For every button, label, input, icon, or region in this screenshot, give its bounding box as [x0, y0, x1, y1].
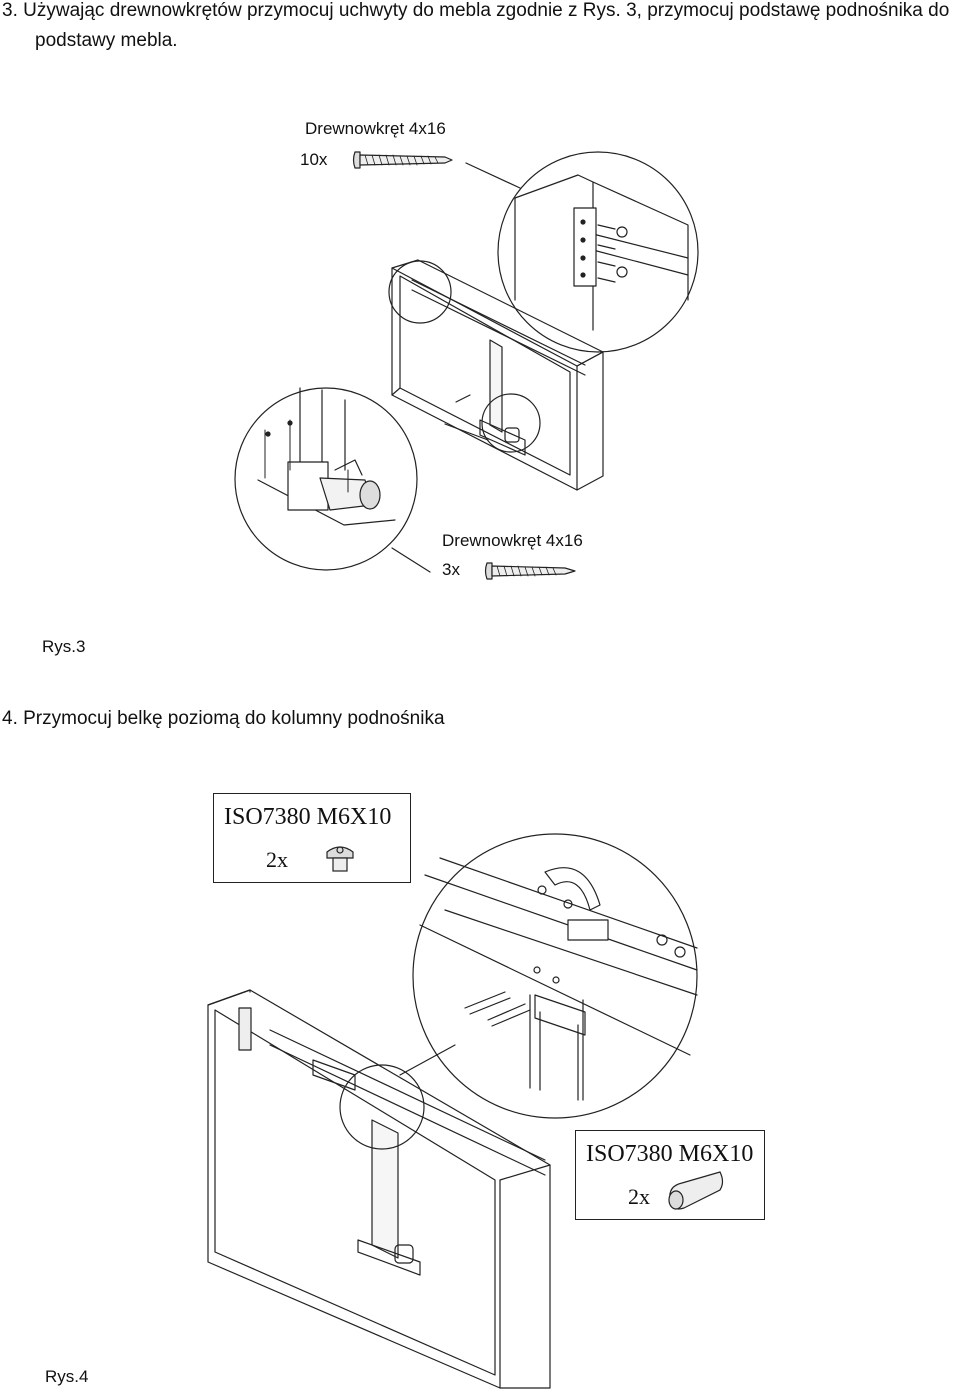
- bolt-qty-label: 2x: [628, 1184, 650, 1209]
- button-head-bolt-icon: [668, 1171, 724, 1210]
- fastener-box-1: ISO7380 M6X10 2x: [213, 793, 411, 883]
- detail-callout-motor: [481, 393, 541, 453]
- screw-top-label: Drewnowkręt 4x16: [305, 119, 446, 138]
- cabinet-rys3: [391, 259, 604, 491]
- detail-motor-view: [234, 387, 418, 571]
- screw-bottom-label: Drewnowkręt 4x16: [442, 531, 583, 550]
- detail-callout-top: [388, 260, 452, 324]
- bolt-qty-label: 2x: [266, 847, 288, 872]
- wood-screw-icon: [484, 562, 576, 580]
- detail-callout-beam: [339, 1064, 425, 1150]
- bolt-code-label: ISO7380 M6X10: [586, 1141, 754, 1167]
- cabinet-rys4: [207, 989, 551, 1389]
- detail-bracket-view: [497, 151, 699, 353]
- figure-caption-rys3: Rys.3: [42, 637, 86, 656]
- screw-top-qty: 10x: [300, 150, 328, 169]
- step3-instruction-line2: podstawy mebla.: [35, 30, 178, 51]
- figure-caption-rys4: Rys.4: [45, 1367, 89, 1386]
- bolt-code-label: ISO7380 M6X10: [224, 804, 392, 830]
- screw-bottom-qty: 3x: [442, 560, 460, 579]
- wood-screw-icon: [352, 151, 453, 169]
- button-head-bolt-icon: [326, 846, 354, 872]
- detail-beam-view: [412, 833, 698, 1119]
- step4-instruction: 4. Przymocuj belkę poziomą do kolumny po…: [2, 708, 445, 729]
- step3-instruction-line1: 3. Używając drewnowkrętów przymocuj uchw…: [2, 0, 950, 21]
